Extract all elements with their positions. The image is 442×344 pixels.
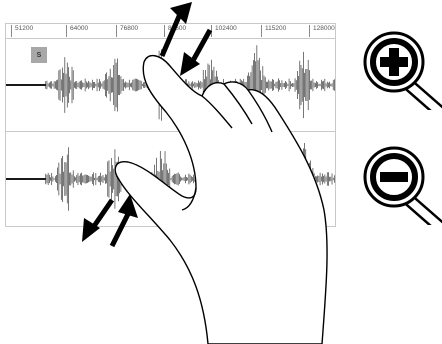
tick-label: 102400: [211, 25, 237, 37]
tick-label: 89600: [164, 25, 186, 37]
tick-label: 76800: [116, 25, 138, 37]
tick-label: 64000: [66, 25, 88, 37]
zoom-in-icon[interactable]: [360, 28, 442, 110]
tick-label: 51200: [11, 25, 33, 37]
tick-label: 128000: [309, 25, 335, 37]
timeline-ruler[interactable]: 51200 64000 76800 89600 102400 115200 12…: [6, 24, 335, 39]
tick-label: 115200: [261, 25, 286, 37]
audio-track-2[interactable]: [6, 132, 335, 226]
solo-button[interactable]: S: [31, 47, 47, 63]
zoom-out-icon[interactable]: [360, 143, 442, 225]
waveform-editor[interactable]: 51200 64000 76800 89600 102400 115200 12…: [5, 23, 336, 227]
waveform-track-2: [6, 139, 335, 219]
audio-track-1[interactable]: S: [6, 39, 335, 132]
waveform-track-1: [6, 45, 335, 125]
